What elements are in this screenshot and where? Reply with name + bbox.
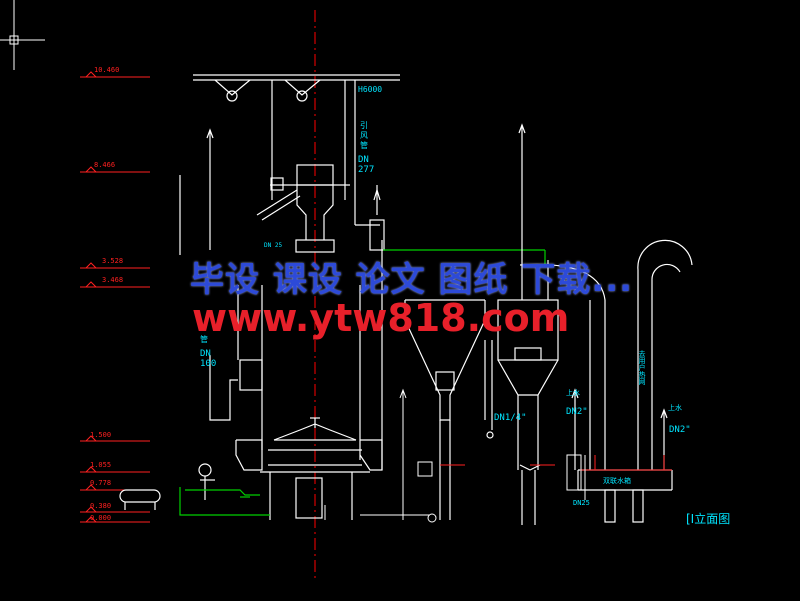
elevation-labels: 10.460 8.466 3.528 3.468 1.500 1.055 0.7…: [90, 66, 123, 522]
pipe-spec-char: 引: [360, 121, 368, 130]
flow-label: 上水: [566, 388, 580, 397]
equipment-labels: H6000 引 风 管 DN 277 管 DN 100 DN 25 DN1/4"…: [200, 85, 691, 507]
pipe-spec-char: 管: [360, 140, 368, 150]
pipe-spec-label: DN: [200, 349, 211, 359]
elevation-marks: [80, 71, 150, 523]
pipe-spec-label: DN: [358, 155, 369, 165]
green-pipes: [179, 249, 546, 516]
elevation-label: 3.528: [102, 257, 123, 265]
height-label: H6000: [358, 85, 382, 94]
elevation-label: 0.380: [90, 502, 111, 510]
pipe-spec-label: DN2": [669, 425, 691, 435]
elevation-label: 10.460: [94, 66, 119, 74]
pipe-spec-char: 管: [200, 334, 208, 344]
pipe-spec-label: DN1/4": [494, 413, 527, 423]
elevation-label: 1.500: [90, 431, 111, 439]
pipe-spec-label: 100: [200, 359, 216, 369]
dust-collector: [497, 123, 606, 525]
pipe-spec-label: 277: [358, 165, 374, 175]
pipe-spec-label: DN 25: [264, 242, 282, 249]
elevation-label: 3.468: [102, 276, 123, 284]
watermark-url: www.ytw818.com: [192, 296, 570, 340]
elevation-label: 0.778: [90, 479, 111, 487]
pipe-spec-label: DN25: [573, 499, 590, 507]
cyclone-separator: [404, 299, 494, 520]
elevation-label: 1.055: [90, 461, 111, 469]
elevation-label: 0.000: [90, 514, 111, 522]
pipe-spec-label: DN2": [566, 407, 588, 417]
elevation-label: 8.466: [94, 161, 115, 169]
grate-stoker: [260, 417, 370, 520]
boiler-body: [179, 128, 385, 471]
drawing-title: [I立面图: [686, 511, 730, 526]
crosshair-cursor: [0, 0, 45, 70]
water-tank-label: 双联水箱: [603, 476, 631, 485]
flow-label: 上水: [668, 403, 682, 412]
red-marks: [440, 455, 672, 471]
blower-motor: [119, 463, 215, 510]
watermark-text: 毕设 课设 论文 图纸 下载...: [190, 260, 634, 300]
coal-bunker: [193, 74, 400, 225]
misc-valves: [324, 388, 586, 523]
flow-label: 去用户热网: [638, 349, 646, 386]
pipe-spec-char: 风: [360, 131, 368, 140]
